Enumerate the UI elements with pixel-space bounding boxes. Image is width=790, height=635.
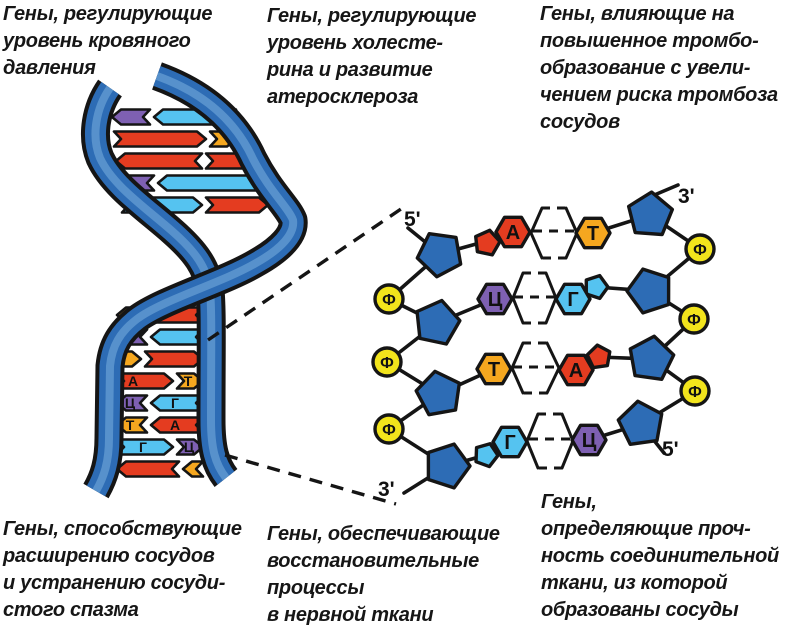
- phosphate-letter: Ф: [380, 355, 394, 372]
- adenine-base: [494, 215, 532, 249]
- sugar-pentagon: [628, 334, 676, 381]
- adenine-base: [557, 353, 595, 387]
- helix-rung: [114, 152, 254, 170]
- helix-rung: [115, 460, 205, 478]
- helix-rung-letter: Т: [184, 373, 193, 389]
- adenine-ring: [585, 343, 612, 370]
- helix-rung: [115, 350, 205, 368]
- thymine-base: [475, 352, 513, 386]
- base-pair-row-1: А Т: [474, 215, 612, 257]
- base-letter: Т: [488, 359, 500, 381]
- strand-end-3-bottom-left: 3': [378, 478, 395, 501]
- label-top-middle: Гены, регулирующие уровень холесте- рина…: [267, 5, 477, 108]
- base-letter: Г: [567, 289, 578, 311]
- base-letter: А: [569, 360, 583, 382]
- phosphate-circle: [373, 413, 405, 445]
- label-top-left: Гены, регулирующие уровень кровяного дав…: [3, 3, 213, 79]
- strand-end-3-top-right: 3': [678, 185, 695, 208]
- guanine-ring: [584, 273, 610, 301]
- base-letter: Г: [504, 432, 515, 454]
- helix-rung-letter: Т: [126, 417, 135, 433]
- phosphate-circle: [679, 375, 711, 407]
- sugar-pentagon: [414, 369, 462, 417]
- thymine-base: [574, 216, 612, 250]
- helix-rung-letter: Ц: [184, 439, 195, 455]
- base-letter: Ц: [582, 430, 597, 452]
- base-pair-row-4: Г Ц: [474, 423, 608, 469]
- label-bottom-middle: Гены, обеспечивающие восстановительные п…: [267, 523, 500, 626]
- phosphate-letter: Ф: [687, 312, 701, 329]
- label-bottom-left: Гены, способствующие расширению сосудов …: [3, 518, 242, 621]
- base-pair-row-3: Т А: [475, 343, 612, 387]
- sugar-pentagons: [414, 190, 676, 490]
- phosphate-circle: [371, 346, 403, 378]
- phosphate-letter: Ф: [688, 384, 702, 401]
- sugar-pentagon: [415, 298, 462, 346]
- cytosine-base: [570, 423, 608, 457]
- label-bottom-right: Гены, определяющие проч- ность соедините…: [541, 491, 779, 621]
- base-letter: Ц: [488, 289, 503, 311]
- base-letter: А: [506, 222, 520, 244]
- sugar-pentagon: [626, 190, 675, 237]
- base-pair-row-2: Ц Г: [476, 273, 610, 316]
- base-letter: Т: [587, 223, 599, 245]
- phosphate-letter: Ф: [382, 292, 396, 309]
- phosphate-circle: [678, 303, 710, 335]
- helix-rung-letter: Г: [171, 395, 179, 411]
- callout-line-top: [207, 207, 402, 342]
- sugar-pentagon: [426, 442, 472, 490]
- strand-end-5-bottom-right: 5': [662, 438, 679, 461]
- cytosine-base: [476, 282, 514, 316]
- helix-rung-letter: А: [128, 373, 138, 389]
- phosphate-letter: Ф: [693, 242, 707, 259]
- dna-schematic: А Т Ц Г Т А Г Ц: [371, 183, 716, 501]
- guanine-ring: [474, 442, 500, 469]
- helix-rung: [112, 130, 238, 148]
- helix-rung-letter: А: [170, 417, 180, 433]
- sugar-pentagon: [415, 231, 463, 279]
- phosphate-circle: [373, 283, 405, 315]
- guanine-base: [554, 282, 592, 316]
- label-top-right: Гены, влияющие на повышенное тромбо- обр…: [540, 3, 778, 133]
- phosphate-letter: Ф: [382, 422, 396, 439]
- sugar-pentagon: [625, 267, 671, 315]
- helix-rung-letter: Ц: [125, 395, 136, 411]
- phosphate-circle: [684, 233, 716, 265]
- phosphate-groups: Ф Ф Ф Ф Ф Ф: [371, 233, 716, 445]
- adenine-ring: [474, 228, 502, 257]
- helix-rung-letter: Г: [139, 439, 147, 455]
- guanine-base: [491, 425, 529, 459]
- sugar-pentagon: [616, 399, 664, 446]
- strand-end-5-top-left: 5': [404, 208, 421, 231]
- callout-line-bottom: [224, 453, 397, 506]
